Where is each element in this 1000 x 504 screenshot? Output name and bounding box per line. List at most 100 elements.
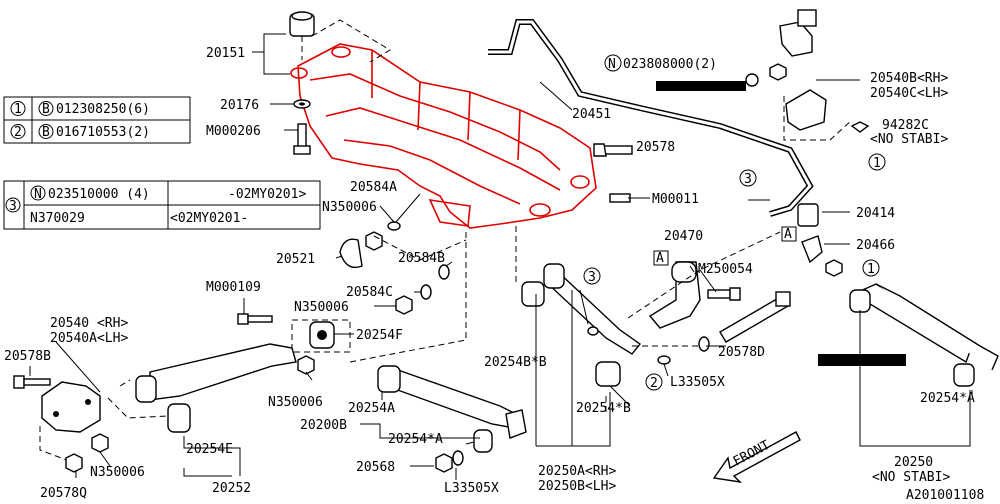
ref-box-a2: A <box>656 251 664 266</box>
bolt-m000206 <box>293 123 311 155</box>
label-l33505x-a: L33505X <box>670 375 725 390</box>
washer-20584c <box>420 284 432 300</box>
nut-023808000 <box>745 63 787 87</box>
cap-20521 <box>339 238 363 269</box>
label-20540-rh: 20540 <RH> <box>50 316 128 331</box>
center-dashed-guides <box>605 231 781 416</box>
label-20254a-star-right: 20254*A <box>920 391 975 406</box>
label-no-stabi-2: <NO STABI> <box>872 470 950 485</box>
label-m000109: M000109 <box>206 280 261 295</box>
label-m250054: M250054 <box>698 262 753 277</box>
adjust-rod-20578d <box>698 291 791 352</box>
label-94282c: 94282C <box>882 118 929 133</box>
washer-20584b <box>438 264 450 280</box>
table2-index: 3 <box>9 199 17 214</box>
label-20540c-lh: 20540C<LH> <box>870 86 948 101</box>
ref-circle-1b: 1 <box>867 262 875 277</box>
stabilizer-bar <box>488 19 814 217</box>
lateral-link-20250-nostabi <box>849 283 999 387</box>
label-n350006-mid: N350006 <box>294 300 349 315</box>
label-20200b: 20200B <box>300 418 347 433</box>
stabilizer-bracket-lower <box>783 89 853 141</box>
bolt-20578b <box>13 375 51 389</box>
label-20254f: 20254F <box>356 328 403 343</box>
label-m000206: M000206 <box>206 124 261 139</box>
label-n350006-upper: N350006 <box>322 200 377 215</box>
label-20451: 20451 <box>572 107 611 122</box>
label-20250b-lh: 20250B<LH> <box>538 479 616 494</box>
label-20584c: 20584C <box>346 285 393 300</box>
label-20250: 20250 <box>894 455 933 470</box>
label-20568: 20568 <box>356 460 395 475</box>
label-20254bb: 20254B*B <box>484 355 547 370</box>
bolt-20176 <box>293 99 311 109</box>
subframe-dashed-guide <box>311 19 391 63</box>
front-arrow-icon <box>712 431 801 484</box>
label-20578: 20578 <box>636 140 675 155</box>
label-n350006-left: N350006 <box>90 465 145 480</box>
subframe-bushing <box>289 11 315 60</box>
table1-row2-part: 016710553(2) <box>56 125 150 140</box>
nut-n350006-mid <box>395 295 413 315</box>
trailing-arm-20252 <box>107 343 297 433</box>
label-20254a: 20254A <box>348 401 395 416</box>
table1-row1-b: B <box>42 102 50 117</box>
mid-dashed-guides <box>349 226 517 363</box>
label-20254e: 20254E <box>186 442 233 457</box>
stabilizer-link-20414 <box>797 203 819 227</box>
label-20252: 20252 <box>212 481 251 496</box>
table1-row1-num: 1 <box>14 102 22 117</box>
label-20151: 20151 <box>206 46 245 61</box>
bushing-20254f <box>291 319 351 353</box>
label-20540b-rh: 20540B<RH> <box>870 71 948 86</box>
redacted-label-1 <box>656 81 746 91</box>
label-20540a-lh: 20540A<LH> <box>50 331 128 346</box>
label-20578d: 20578D <box>718 345 765 360</box>
label-diagram-code: A201001108 <box>906 488 984 503</box>
bolt-20578q <box>65 453 83 473</box>
bolt-m000109 <box>237 313 273 325</box>
stabilizer-bracket-upper <box>779 9 817 57</box>
nut-20568 <box>435 450 464 473</box>
label-n350006-lower: N350006 <box>268 395 323 410</box>
table1-row1-part: 012308250(6) <box>56 102 150 117</box>
bushing-20254bb <box>595 361 621 387</box>
lower-link-20200b <box>377 365 527 453</box>
label-no-stabi-1: <NO STABI> <box>870 132 948 147</box>
ref-box-a1: A <box>784 227 792 242</box>
label-20254b: 20254*B <box>576 401 631 416</box>
bolt-94282c <box>850 121 870 133</box>
fastener-table-2: 3 N 023510000 (4) -02MY0201> N370029 <02… <box>3 180 321 230</box>
label-20578q: 20578Q <box>40 486 87 501</box>
nut-n350006-lower-mid <box>297 355 315 375</box>
table2-row1-n: N <box>34 187 42 202</box>
nut-n350006-left <box>91 433 109 453</box>
rear-subframe <box>290 43 597 229</box>
label-20414: 20414 <box>856 206 895 221</box>
label-20584b: 20584B <box>398 251 445 266</box>
washer-l33505x-a <box>657 355 671 365</box>
table2-row2-part: N370029 <box>30 211 85 226</box>
part-labels: 20151 20176 M000206 20451 023808000(2) 2… <box>4 46 984 503</box>
label-20584a: 20584A <box>350 180 397 195</box>
table2-row2-range: <02MY0201- <box>170 211 248 226</box>
label-m00011: M00011 <box>652 192 699 207</box>
redacted-label-2 <box>818 354 906 366</box>
nut-n350006-upper <box>365 221 401 251</box>
bracket-20540 <box>39 381 101 463</box>
table1-row2-num: 2 <box>14 125 22 140</box>
leader-lines <box>29 33 973 480</box>
table1-row2-b: B <box>42 125 50 140</box>
link-20470 <box>648 261 701 329</box>
lateral-link-20250a <box>521 263 642 355</box>
ref-circle-3b: 3 <box>588 270 596 285</box>
label-20250a-rh: 20250A<RH> <box>538 464 616 479</box>
label-20578b: 20578B <box>4 349 51 364</box>
ref-circle-2: 2 <box>650 376 658 391</box>
label-20470: 20470 <box>664 229 703 244</box>
fastener-table-1: 1 B 012308250(6) 2 B 016710553(2) <box>3 96 191 144</box>
svg-text:N: N <box>608 57 616 72</box>
label-20254a-star: 20254*A <box>388 432 443 447</box>
ref-circle-3a: 3 <box>744 172 752 187</box>
